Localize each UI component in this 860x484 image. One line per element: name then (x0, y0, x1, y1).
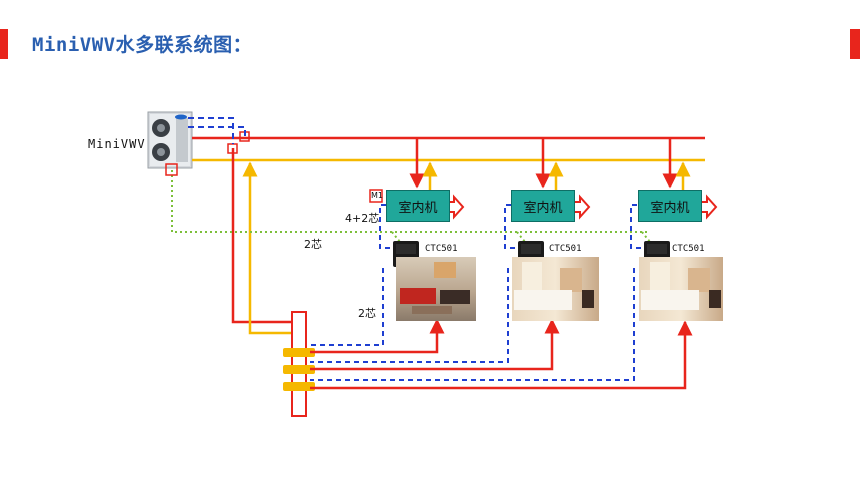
indoor-unit-1: 室内机 (386, 190, 450, 222)
controller-model-3: CTC501 (672, 244, 705, 254)
page-title: MiniVWV水多联系统图： (32, 34, 253, 56)
control-wires-outdoor (188, 117, 246, 144)
wire-label-2-valve: 2芯 (358, 307, 376, 320)
outdoor-unit-label: MiniVWV (88, 137, 146, 151)
control-wires-valves (310, 268, 635, 381)
manifold (283, 311, 315, 417)
outdoor-terminal-box (165, 163, 178, 176)
controller-model-1: CTC501 (425, 244, 458, 254)
room-photo-bedroom-1 (512, 257, 599, 321)
m1-label: M1 (371, 191, 383, 200)
title-accent-bar-left (0, 29, 8, 59)
room-photo-living (396, 257, 476, 321)
floor-loops (310, 318, 693, 390)
floor-heating-pipes (227, 131, 296, 335)
wire-label-2-comm: 2芯 (304, 238, 322, 251)
control-wires-indoor (379, 204, 644, 249)
controller-model-2: CTC501 (549, 244, 582, 254)
indoor-unit-2: 室内机 (511, 190, 575, 222)
indoor-unit-2-label: 室内机 (523, 200, 563, 216)
room-photo-bedroom-2 (639, 257, 723, 321)
main-pipes (192, 136, 705, 190)
indoor-unit-3-label: 室内机 (650, 200, 690, 216)
comm-wire (171, 170, 651, 243)
indoor-unit-3: 室内机 (638, 190, 702, 222)
indoor-unit-1-label: 室内机 (398, 200, 438, 216)
m1-box (369, 189, 383, 203)
wire-label-4-2: 4+2芯 (345, 212, 380, 225)
title-accent-bar-right (850, 29, 860, 59)
outdoor-unit (147, 111, 193, 169)
